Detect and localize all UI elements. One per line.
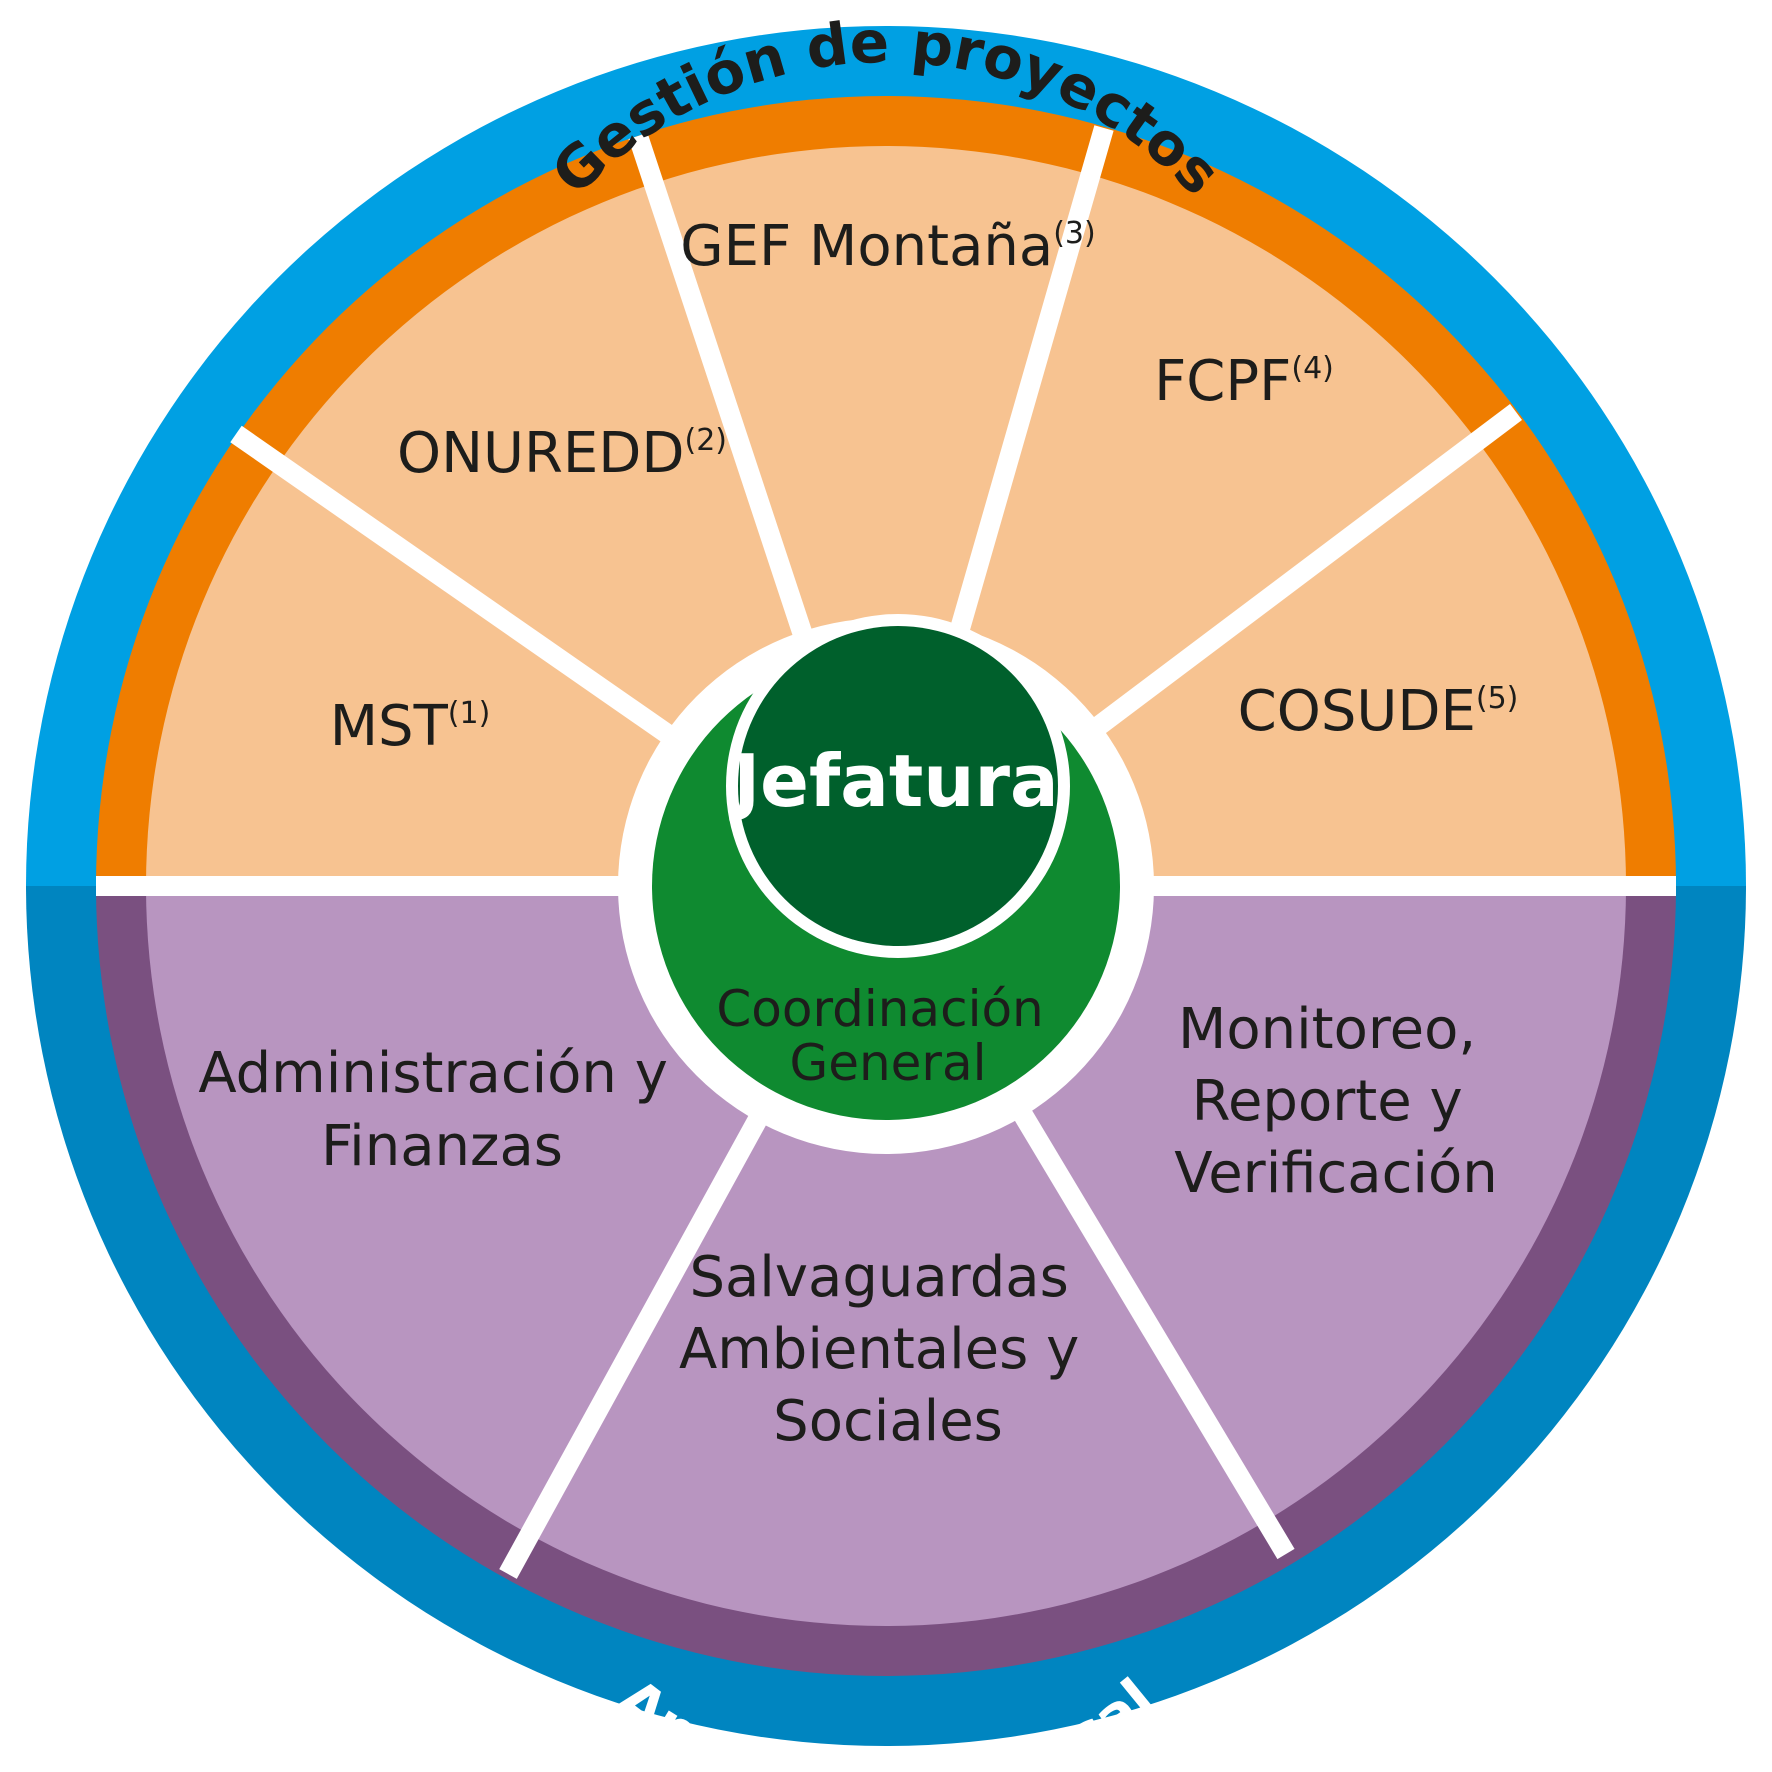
segment-label-cosude-name: COSUDE: [1238, 679, 1476, 744]
segment-label-onuredd-name: ONUREDD: [397, 421, 685, 486]
segment-label-salvaguardas-line3: Sociales: [773, 1389, 1003, 1454]
segment-label-administracion-line2: Finanzas: [321, 1114, 563, 1179]
segment-label-administracion: Administración y Finanzas: [198, 1041, 685, 1179]
segment-label-gef-montana-note: (3): [1053, 216, 1096, 251]
segment-label-fcpf-note: (4): [1291, 351, 1334, 386]
segment-label-onuredd-note: (2): [685, 423, 728, 458]
segment-label-monitoreo: Monitoreo, Reporte y Verificación: [1174, 997, 1497, 1206]
segment-label-monitoreo-line3: Verificación: [1174, 1141, 1497, 1206]
segment-label-cosude-note: (5): [1476, 681, 1519, 716]
segment-label-salvaguardas-line1: Salvaguardas: [689, 1245, 1068, 1310]
segment-label-mst: MST(1): [330, 694, 491, 759]
segment-label-monitoreo-line1: Monitoreo,: [1178, 997, 1476, 1062]
center-hub: Jefatura Coordinación General: [618, 614, 1154, 1154]
coordinacion-general-line2: General: [789, 1034, 986, 1092]
segment-label-salvaguardas: Salvaguardas Ambientales y Sociales: [679, 1245, 1097, 1454]
coordinacion-general-label: Coordinación General: [716, 980, 1059, 1092]
segment-label-onuredd: ONUREDD(2): [397, 421, 727, 486]
segment-label-monitoreo-line2: Reporte y: [1192, 1069, 1463, 1134]
jefatura-label: Jefatura: [728, 739, 1058, 823]
segment-label-gef-montana-name: GEF Montaña: [680, 214, 1053, 279]
segment-label-mst-name: MST: [330, 694, 449, 759]
inner-fill: [146, 146, 1626, 1626]
project-area-fill: [146, 146, 1626, 886]
support-area-fill: [146, 886, 1626, 1626]
coordinacion-general-line1: Coordinación: [716, 980, 1043, 1038]
segment-label-cosude: COSUDE(5): [1238, 679, 1519, 744]
segment-label-administracion-line1: Administración y: [198, 1041, 668, 1106]
segment-label-fcpf-name: FCPF: [1154, 349, 1291, 414]
segment-label-fcpf: FCPF(4): [1154, 349, 1334, 414]
jefatura-circle: [738, 626, 1058, 946]
segment-label-salvaguardas-line2: Ambientales y: [679, 1317, 1079, 1382]
segment-label-gef-montana: GEF Montaña(3): [680, 214, 1095, 279]
segment-label-mst-note: (1): [448, 696, 491, 731]
